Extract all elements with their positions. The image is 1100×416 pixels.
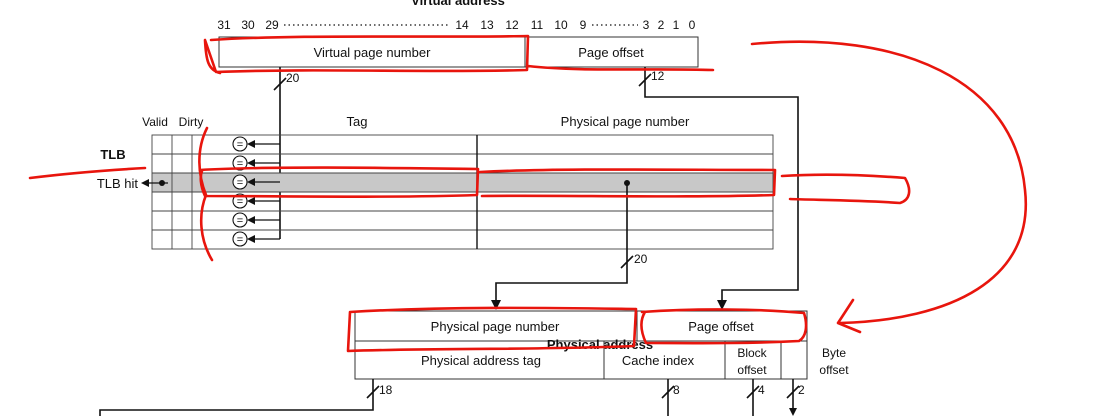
tlb-hit-label: TLB hit xyxy=(97,176,139,191)
tlb-grid xyxy=(151,134,774,250)
comparator: = xyxy=(232,155,280,171)
physical-page-number-header: Physical page number xyxy=(561,114,690,129)
red-annotations xyxy=(28,34,1028,353)
offset-arrowhead xyxy=(717,300,727,310)
bit-2: 2 xyxy=(658,18,665,32)
bit-3: 3 xyxy=(643,18,650,32)
block-bus-width: 4 xyxy=(758,383,765,397)
valid-header: Valid xyxy=(142,115,168,129)
cache-fields: Physical address tag Cache index Block o… xyxy=(354,341,849,380)
bit-30: 30 xyxy=(241,18,255,32)
byte-offset-label-2: offset xyxy=(819,363,849,377)
bit-9: 9 xyxy=(580,18,587,32)
offset-curve-arrow xyxy=(750,40,1028,325)
tlb-hit-row xyxy=(152,173,773,192)
offset-curve-arrowhead xyxy=(836,298,862,334)
block-offset-label-2: offset xyxy=(737,363,767,377)
bit-labels: 31 30 29 14 13 12 11 10 9 3 2 1 0 xyxy=(217,18,695,32)
comparator: = xyxy=(232,136,280,152)
svg-text:=: = xyxy=(237,234,243,246)
comparators: = = = = = = xyxy=(232,136,280,247)
bit-0: 0 xyxy=(689,18,696,32)
comparator: = xyxy=(232,193,280,209)
physical-page-offset-label: Page offset xyxy=(688,319,754,334)
svg-text:=: = xyxy=(237,177,243,189)
comparator: = xyxy=(232,212,280,228)
tag-header: Tag xyxy=(347,114,368,129)
physical-address-tag-label: Physical address tag xyxy=(421,353,541,368)
hit-row-highlight-left xyxy=(198,166,480,198)
lower-buses xyxy=(99,379,800,416)
bit-12: 12 xyxy=(505,18,519,32)
ppn-arrowhead xyxy=(491,300,501,310)
svg-text:=: = xyxy=(237,139,243,151)
bit-10: 10 xyxy=(554,18,568,32)
dirty-header: Dirty xyxy=(179,115,204,129)
svg-text:=: = xyxy=(237,196,243,208)
svg-text:=: = xyxy=(237,215,243,227)
physical-offset-highlight xyxy=(640,308,808,345)
physical-address-register: Physical page number Page offset Physica… xyxy=(354,310,808,352)
tag-bus-width: 18 xyxy=(379,383,393,397)
page-offset-field xyxy=(524,36,699,68)
bit-31: 31 xyxy=(217,18,231,32)
bit-13: 13 xyxy=(480,18,494,32)
index-bus-width: 8 xyxy=(673,383,680,397)
page-offset-label: Page offset xyxy=(578,45,644,60)
virtual-page-number-label: Virtual page number xyxy=(314,45,432,60)
tlb-table: Valid Dirty Tag Physical page number TLB… xyxy=(97,114,774,250)
ppn-bus-width: 20 xyxy=(634,252,648,266)
physical-address-title: Physical address xyxy=(547,337,653,352)
vpn-bus xyxy=(273,67,287,239)
physical-ppn-highlight xyxy=(346,306,638,353)
hit-row-extension-right xyxy=(780,173,911,205)
byte-offset-arrowhead xyxy=(789,408,797,416)
byte-offset-label-1: Byte xyxy=(822,346,846,360)
bit-29: 29 xyxy=(265,18,279,32)
block-offset-label-1: Block xyxy=(737,346,767,360)
vpn-bus-width: 20 xyxy=(286,71,300,85)
virtual-address-title: Virtual address xyxy=(411,0,505,8)
valid-dirty-brace xyxy=(198,126,214,262)
bit-14: 14 xyxy=(455,18,469,32)
hit-row-highlight-right xyxy=(478,168,777,198)
offset-highlight xyxy=(526,64,715,72)
comparator: = xyxy=(232,174,280,190)
offset-bus xyxy=(638,67,799,302)
vpn-highlight xyxy=(203,34,530,75)
cache-index-label: Cache index xyxy=(622,353,695,368)
hit-row-extension-left xyxy=(28,166,147,180)
ppn-bus xyxy=(495,183,634,302)
physical-page-number-field xyxy=(354,310,638,342)
tlb-label: TLB xyxy=(100,147,125,162)
comparator: = xyxy=(232,231,280,247)
physical-page-number-label: Physical page number xyxy=(431,319,560,334)
bit-11: 11 xyxy=(531,18,544,32)
byte-bus-width: 2 xyxy=(798,383,805,397)
svg-text:=: = xyxy=(237,158,243,170)
bit-1: 1 xyxy=(673,18,680,32)
virtual-address-register: Virtual page number Page offset xyxy=(218,36,699,68)
offset-bus-width: 12 xyxy=(651,69,665,83)
tlb-hit-junction xyxy=(159,180,165,186)
